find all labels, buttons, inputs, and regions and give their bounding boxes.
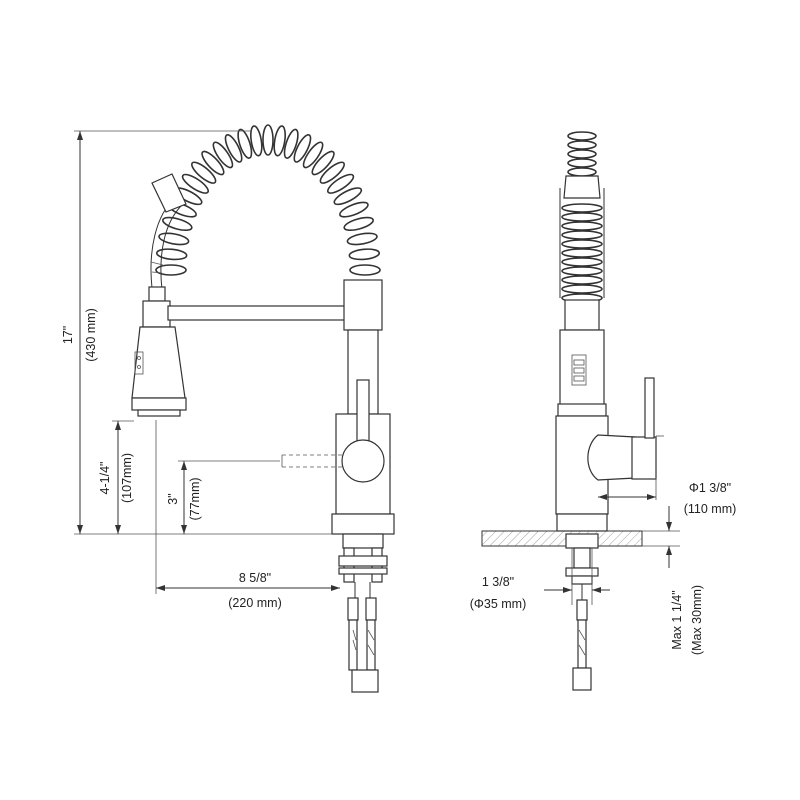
coil-loop (181, 173, 210, 194)
coil-loop (348, 248, 381, 261)
spray-height-label: 4-1/4" (98, 462, 112, 495)
reach-label: 8 5/8" (239, 571, 271, 585)
side-coil-loop (567, 167, 597, 177)
coil-loop (201, 150, 225, 176)
side-coil-loop (561, 221, 603, 231)
spray-height-metric-label: (107mm) (120, 453, 134, 503)
coil-loop (237, 128, 253, 159)
coil-loop (283, 128, 299, 159)
coil-loop (273, 125, 286, 157)
side-holder (564, 299, 600, 331)
coil-loop (262, 124, 274, 156)
side-coil-loop (561, 266, 603, 276)
side-coil-loop (561, 212, 603, 222)
side-coil-loop (567, 158, 597, 168)
side-spray-body (559, 329, 605, 413)
coil-loop (155, 248, 188, 261)
side-coil-loop (561, 203, 603, 213)
mounting-hardware (338, 533, 388, 693)
outlet-height-metric-label: (77mm) (188, 477, 202, 520)
outlet-height-label: 3" (166, 493, 180, 504)
side-coil-loop (561, 257, 603, 267)
coil-loop (326, 173, 355, 194)
hole-diameter-metric-label: (Φ35 mm) (470, 597, 527, 611)
coil-end-cap (151, 173, 187, 213)
height-label: 17" (61, 326, 75, 344)
coil-loop (349, 264, 381, 276)
deck-plate (481, 530, 643, 547)
side-coil-loop (561, 248, 603, 258)
side-coil-loop (567, 131, 597, 141)
spring-coil (155, 124, 381, 276)
coil-loop (311, 150, 335, 176)
dim-spray-height (112, 420, 134, 534)
hole-diameter-label: 1 3/8" (482, 575, 514, 589)
coil-loop (319, 161, 346, 184)
side-coil-loop (567, 140, 597, 150)
coil-loop (212, 141, 234, 169)
coil-loop (250, 125, 263, 157)
coil-loop (155, 264, 187, 276)
dim-hole-diameter (544, 548, 610, 605)
dim-deck-thickness (642, 506, 680, 568)
reach-metric-label: (220 mm) (228, 596, 281, 610)
deck-thickness-label: Max 1 1/4" (670, 590, 684, 649)
main-column (281, 279, 395, 535)
coil-loop (346, 232, 378, 246)
side-view: Φ1 3/8" (110 mm) 1 3/8" (Φ35 mm) Max 1 1… (470, 131, 737, 691)
dim-outlet-height (178, 460, 280, 534)
side-coil-loop (561, 239, 603, 249)
coil-loop (333, 187, 363, 206)
base-diameter-label: Φ1 3/8" (689, 481, 731, 495)
coil-loop (162, 216, 193, 232)
coil-loop (158, 232, 190, 246)
deck-thickness-metric-label: (Max 30mm) (690, 585, 704, 655)
dim-reach (155, 420, 340, 594)
side-mounting-hardware (565, 533, 599, 691)
spray-head (131, 286, 187, 417)
front-view: 17" (430 mm) 4-1/4" (107mm) 3" (77mm) 8 … (61, 124, 395, 693)
side-coil-loop (561, 284, 603, 294)
height-metric-label: (430 mm) (84, 308, 98, 361)
coil-loop (293, 134, 312, 163)
side-handle (587, 434, 636, 481)
coil-loop (224, 134, 243, 163)
side-coil-loop (567, 149, 597, 159)
side-spring-coil (561, 131, 603, 303)
coil-loop (343, 216, 374, 232)
side-coil-loop (561, 275, 603, 285)
dim-base-diameter (598, 435, 664, 500)
coil-loop (190, 161, 217, 184)
side-coil-loop (561, 230, 603, 240)
dim-overall-height (74, 130, 332, 535)
coil-loop (302, 141, 324, 169)
holder-arm (167, 305, 347, 321)
base-diameter-metric-label: (110 mm) (684, 502, 737, 516)
coil-loop (339, 201, 369, 218)
